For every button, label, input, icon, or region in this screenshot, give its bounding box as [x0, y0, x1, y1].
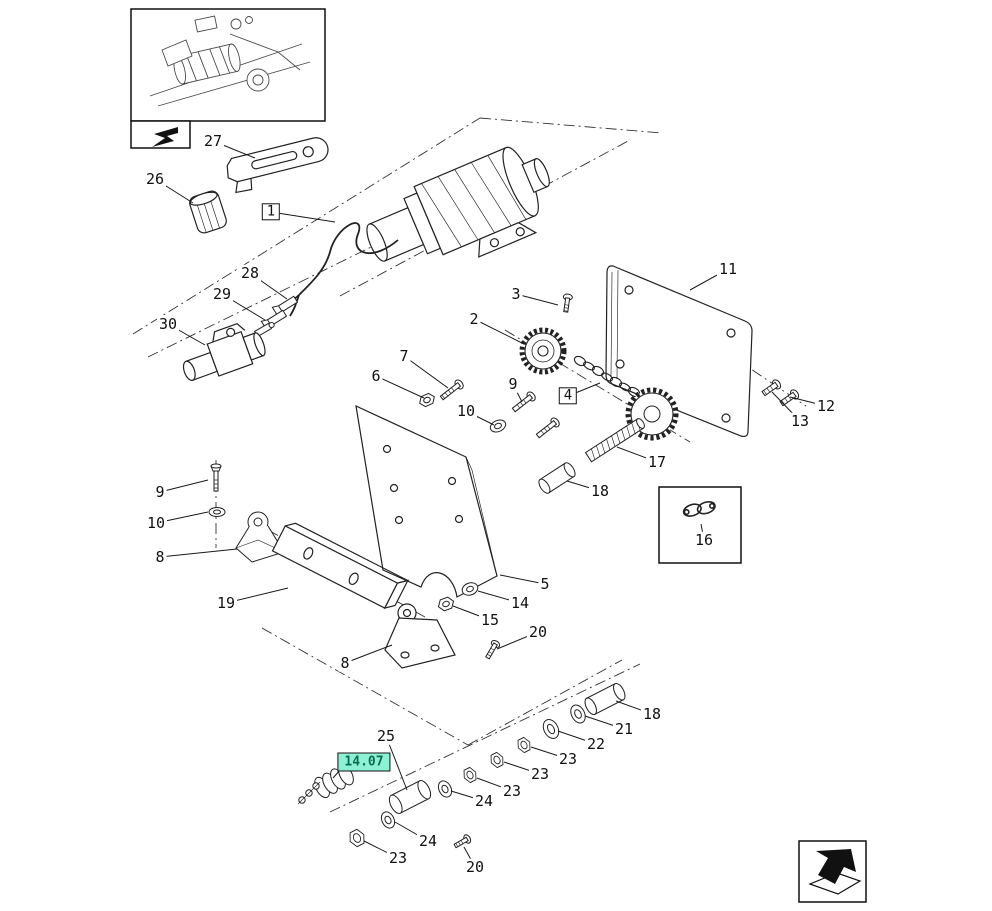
callout-12: 12: [814, 396, 838, 415]
assembly-thumbnail[interactable]: [130, 8, 326, 122]
sprocket-large: [625, 387, 679, 441]
callout-14: 14: [508, 593, 532, 612]
callout-11: 11: [716, 259, 740, 278]
callout-26: 26: [143, 169, 167, 188]
callout-23: 23: [528, 764, 552, 783]
callout-24: 24: [416, 831, 440, 850]
electric-motor: [366, 146, 550, 262]
thumbnail-drawing: [149, 15, 311, 107]
callout-28: 28: [238, 263, 262, 282]
callout-6: 6: [369, 366, 383, 385]
motor-wire: [298, 222, 399, 296]
callout-23: 23: [500, 781, 524, 800]
callout-8: 8: [153, 547, 167, 566]
wire-terminals: [253, 295, 299, 338]
return-arrow-icon[interactable]: [798, 840, 867, 903]
hardware-row: [349, 682, 626, 849]
callout-22: 22: [584, 734, 608, 753]
solenoid-assembly: [182, 322, 266, 381]
bracket-left: [235, 511, 285, 563]
callout-8: 8: [338, 653, 352, 672]
plate-screws: [761, 379, 800, 407]
bracket-strap: [226, 137, 329, 194]
callout-18: 18: [588, 481, 612, 500]
callout-16: 16: [692, 530, 716, 549]
callout-1[interactable]: 1: [261, 203, 281, 221]
callout-27: 27: [201, 131, 225, 150]
callout-13: 13: [788, 411, 812, 430]
callout-20: 20: [463, 857, 487, 876]
callout-30: 30: [156, 314, 180, 333]
grommet: [189, 190, 227, 234]
callout-17: 17: [645, 452, 669, 471]
chain-link-icon: [682, 501, 716, 517]
callout-7: 7: [397, 346, 411, 365]
callout-29: 29: [210, 284, 234, 303]
fasteners-mid: [437, 582, 501, 660]
callout-24: 24: [472, 791, 496, 810]
sprocket-small: [519, 327, 567, 375]
callout-20: 20: [526, 622, 550, 641]
callout-9: 9: [506, 374, 520, 393]
mounting-plate: [355, 404, 498, 598]
fasteners-left: [208, 463, 226, 517]
callout-15: 15: [478, 610, 502, 629]
callout-19: 19: [214, 593, 238, 612]
callout-23: 23: [556, 749, 580, 768]
chain-link-box: [658, 486, 742, 564]
callout-9: 9: [153, 482, 167, 501]
callout-18: 18: [640, 704, 664, 723]
callout-25: 25: [374, 726, 398, 745]
callout-10: 10: [144, 513, 168, 532]
callout-21: 21: [612, 719, 636, 738]
fasteners-upper: [419, 379, 560, 439]
section-ref-link[interactable]: 14.07: [337, 752, 391, 772]
callout-3: 3: [509, 284, 523, 303]
callout-10: 10: [454, 401, 478, 420]
callout-2: 2: [467, 309, 481, 328]
callout-23: 23: [386, 848, 410, 867]
screw-3: [562, 293, 573, 313]
callout-5: 5: [538, 574, 552, 593]
support-bar: [271, 522, 410, 609]
bracket-bottom: [384, 603, 456, 669]
threaded-shaft: [584, 418, 645, 463]
spring-and-chain: [297, 763, 362, 805]
back-arrow-icon[interactable]: [130, 120, 191, 149]
callout-4[interactable]: 4: [558, 387, 578, 405]
spacer-upper: [538, 462, 576, 494]
